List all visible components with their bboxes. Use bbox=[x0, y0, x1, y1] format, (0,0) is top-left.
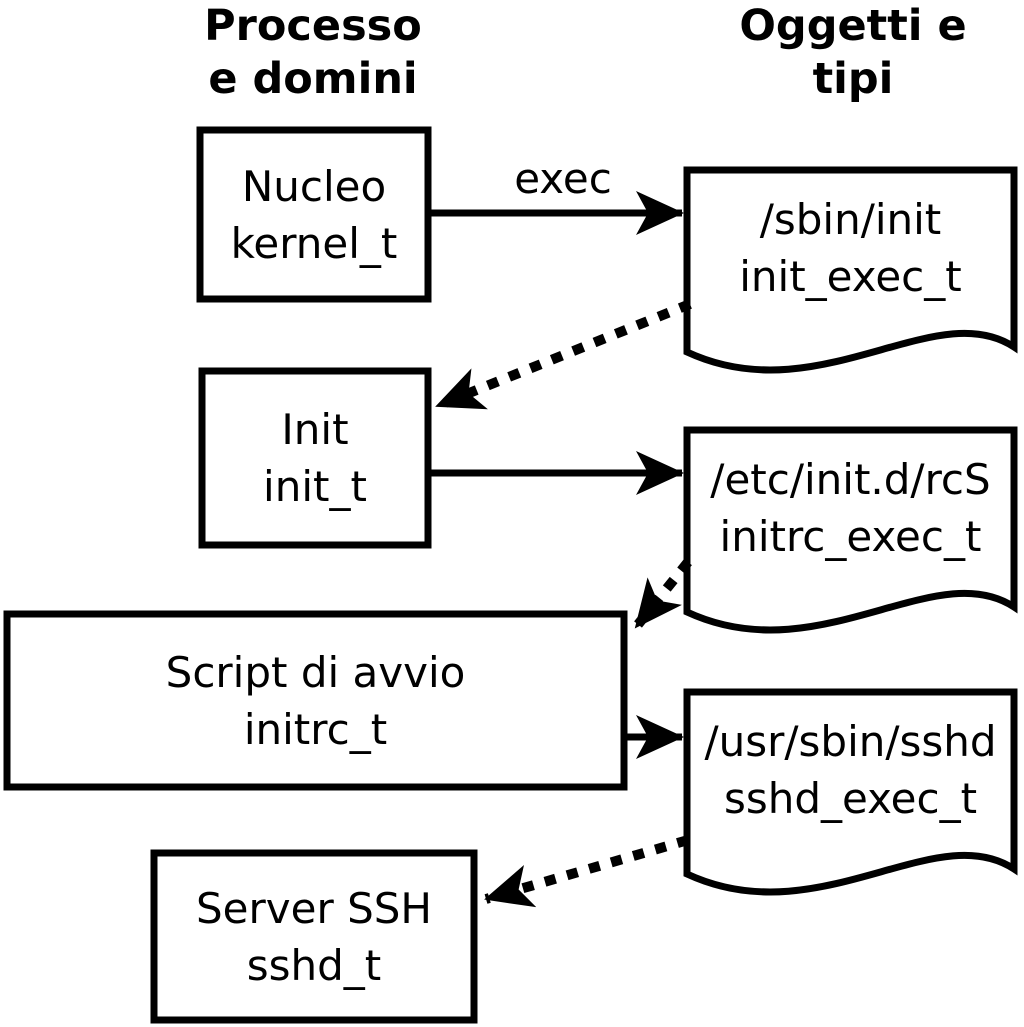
object-label-sshd-exec: /usr/sbin/sshd sshd_exec_t bbox=[687, 694, 1014, 846]
column-header-objects-line2: tipi bbox=[812, 54, 894, 104]
column-header-objects-line1: Oggetti e bbox=[739, 1, 967, 51]
dotted-arrow-sshd-exec-to-sshd bbox=[484, 835, 690, 908]
process-name-kernel: Nucleo bbox=[241, 161, 387, 211]
process-box-sshd bbox=[150, 849, 478, 1024]
document-shape-init-exec bbox=[683, 166, 1018, 374]
process-domain-initrc: initrc_t bbox=[243, 704, 388, 754]
column-header-processes-line2: e domini bbox=[208, 54, 418, 104]
document-shape-sshd-exec bbox=[683, 688, 1018, 896]
process-box-kernel bbox=[196, 126, 432, 303]
dotted-arrow-initrc-exec-to-initrc bbox=[632, 558, 692, 631]
column-header-processes: Processo e domini bbox=[133, 1, 493, 104]
document-shape-initrc-exec bbox=[683, 426, 1018, 634]
exec-arrow-label: exec bbox=[514, 153, 612, 203]
process-label-sshd: Server SSH sshd_t bbox=[154, 853, 474, 1020]
object-label-initrc-exec: /etc/init.d/rcS initrc_exec_t bbox=[687, 432, 1014, 584]
process-label-initrc: Script di avvio initrc_t bbox=[7, 614, 624, 787]
process-domain-kernel: kernel_t bbox=[230, 218, 398, 268]
process-label-kernel: Nucleo kernel_t bbox=[200, 130, 428, 299]
process-domain-sshd: sshd_t bbox=[246, 940, 382, 990]
process-label-init: Init init_t bbox=[202, 371, 428, 545]
column-header-objects: Oggetti e tipi bbox=[673, 1, 1024, 104]
process-domain-init: init_t bbox=[263, 462, 367, 511]
column-header-processes-line1: Processo bbox=[204, 1, 422, 51]
process-name-sshd: Server SSH bbox=[196, 883, 432, 933]
process-name-init: Init bbox=[281, 405, 349, 454]
process-box-init bbox=[198, 367, 432, 549]
object-type-sshd-exec: sshd_exec_t bbox=[723, 774, 978, 823]
object-path-init-exec: /sbin/init bbox=[759, 195, 942, 244]
object-type-initrc-exec: initrc_exec_t bbox=[719, 512, 982, 561]
process-name-initrc: Script di avvio bbox=[165, 647, 466, 697]
object-label-init-exec: /sbin/init init_exec_t bbox=[687, 172, 1014, 324]
dotted-arrow-init-exec-to-init bbox=[435, 299, 692, 411]
object-type-init-exec: init_exec_t bbox=[739, 252, 962, 301]
process-box-initrc bbox=[3, 610, 628, 791]
object-path-initrc-exec: /etc/init.d/rcS bbox=[710, 455, 991, 504]
object-path-sshd-exec: /usr/sbin/sshd bbox=[704, 717, 997, 766]
